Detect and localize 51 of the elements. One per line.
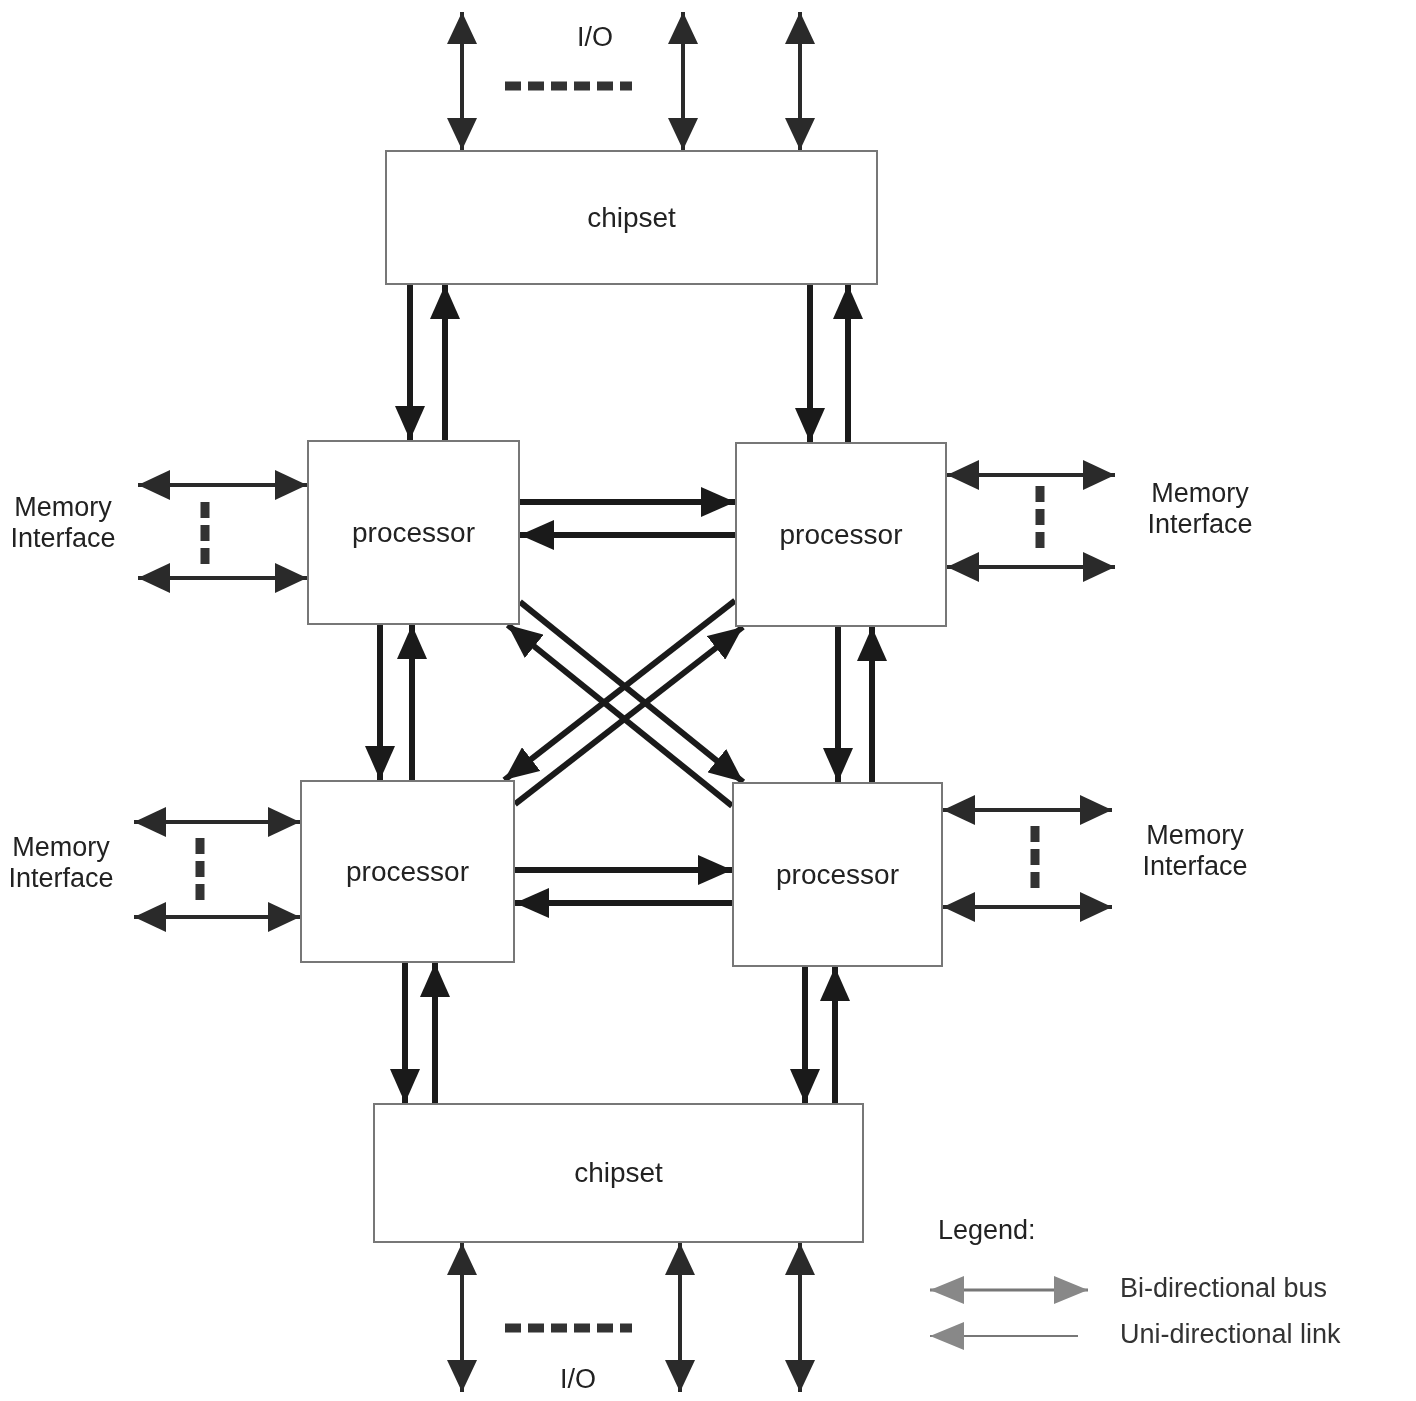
bus-arrow [138, 470, 307, 500]
link-arrow [833, 285, 863, 442]
link-arrow [857, 627, 887, 782]
text-label: Memory Interface [1146, 478, 1254, 541]
bus-arrow [943, 795, 1112, 825]
link-arrow [790, 967, 820, 1103]
bus-arrow [447, 1243, 477, 1392]
processor-box [300, 780, 515, 963]
bus-arrow [947, 460, 1115, 490]
link-arrow [820, 967, 850, 1103]
bus-arrow [134, 807, 300, 837]
legend-text: Bi-directional bus [1120, 1273, 1328, 1304]
link-arrow [520, 520, 735, 550]
legend-text: Uni-directional link [1120, 1319, 1341, 1350]
link-arrow [395, 285, 425, 440]
link-arrow [420, 963, 450, 1103]
link-arrow [795, 285, 825, 442]
bus-arrow [447, 12, 477, 150]
text-label: Memory Interface [9, 492, 117, 555]
node-label: processor [776, 858, 899, 891]
text-label: I/O [559, 1364, 597, 1396]
bus-arrow [785, 1243, 815, 1392]
bus-arrow [668, 12, 698, 150]
node-label: processor [346, 855, 469, 888]
text-label: Legend: [938, 1215, 1037, 1247]
link-arrow [397, 625, 427, 780]
node-label: processor [352, 516, 475, 549]
chipset-box [385, 150, 878, 285]
text-label: Memory Interface [7, 832, 115, 895]
processor-box [735, 442, 947, 627]
text-label: I/O [576, 22, 614, 54]
bus-arrow [665, 1243, 695, 1392]
processor-box [732, 782, 943, 967]
chipset-box [373, 1103, 864, 1243]
text-label: Memory Interface [1141, 820, 1249, 883]
node-label: chipset [587, 201, 676, 234]
bus-arrow [943, 892, 1112, 922]
link-arrow [520, 487, 735, 517]
link-arrow [430, 285, 460, 440]
link-arrow [515, 888, 732, 918]
node-label: chipset [574, 1157, 663, 1189]
link-arrow [515, 855, 732, 885]
link-arrow [365, 625, 395, 780]
node-label: processor [779, 518, 903, 551]
bus-arrow [138, 563, 307, 593]
bus-arrow [785, 12, 815, 150]
link-arrow [823, 627, 853, 782]
link-arrow [390, 963, 420, 1103]
bus-arrow [947, 552, 1115, 582]
processor-box [307, 440, 520, 625]
bus-arrow [134, 902, 300, 932]
